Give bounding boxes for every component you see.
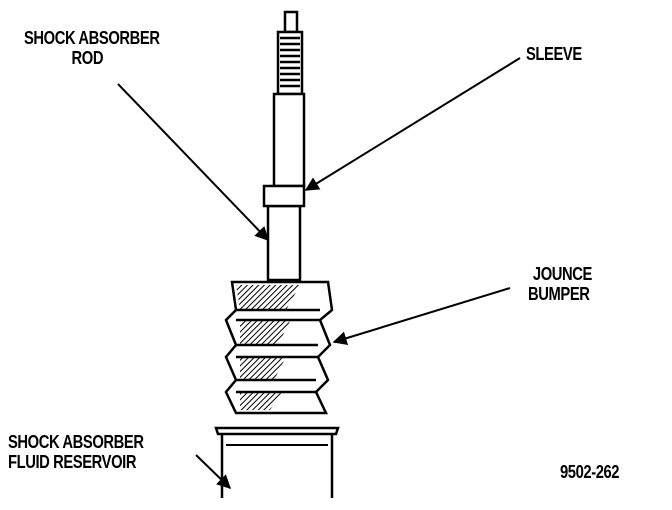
reservoir-label: SHOCK ABSORBER FLUID RESERVOIR [8, 432, 144, 472]
sleeve-leader-arrow [304, 57, 521, 191]
shock-absorber-rod [266, 92, 306, 282]
fluid-reservoir [214, 426, 340, 498]
jounce-bumper [224, 280, 334, 415]
figure-id: 9502-262 [560, 462, 620, 482]
jounce-bumper-label-line2: BUMPER [528, 284, 590, 304]
reservoir-leader-arrow [195, 454, 232, 489]
sleeve-label-text: SLEEVE [526, 44, 582, 64]
rod-label: SHOCK ABSORBER ROD [24, 28, 160, 68]
rod-tip [283, 10, 299, 34]
reservoir-label-line2: FLUID RESERVOIR [8, 452, 137, 472]
figure-id-text: 9502-262 [560, 462, 620, 482]
rod-label-line2: ROD [71, 48, 104, 68]
rod-leader-arrow [117, 83, 269, 242]
reservoir-label-line1: SHOCK ABSORBER [8, 432, 144, 452]
sleeve [262, 184, 306, 208]
rod-label-line1: SHOCK ABSORBER [24, 28, 160, 48]
rod-threads [276, 30, 304, 96]
jounce-bumper-label: JOUNCE BUMPER [528, 264, 592, 304]
sleeve-label: SLEEVE [526, 44, 582, 64]
bumper-leader-arrow [332, 287, 511, 345]
jounce-bumper-label-line1: JOUNCE [532, 264, 592, 284]
